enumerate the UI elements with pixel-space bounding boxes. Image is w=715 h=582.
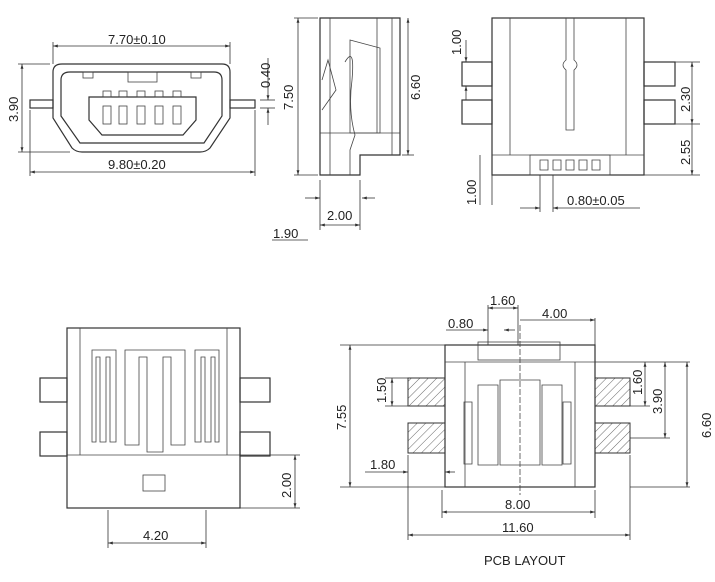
pcb-layout-title: PCB LAYOUT xyxy=(484,553,565,568)
dim-total-width: 11.60 xyxy=(502,520,534,535)
dim-width-top: 7.70±0.10 xyxy=(108,32,166,47)
dim-side-offset: 1.90 xyxy=(273,226,298,241)
side-view xyxy=(272,17,414,241)
dim-pcb-pin-pitch: 0.80 xyxy=(448,316,473,331)
dim-side-depth: 2.00 xyxy=(327,208,352,223)
dim-width-total: 9.80±0.20 xyxy=(108,157,166,172)
dim-body-height: 6.60 xyxy=(699,413,714,438)
dim-pin-span: 1.60 xyxy=(490,293,515,308)
top-view xyxy=(461,17,700,212)
dim-side-height: 7.50 xyxy=(281,85,296,110)
dim-body-width: 8.00 xyxy=(505,497,530,512)
dim-pitch-c: 2.55 xyxy=(678,140,693,165)
dim-side-body-height: 6.60 xyxy=(408,75,423,100)
dim-half-width: 4.00 xyxy=(542,306,567,321)
dim-pad-offset: 1.60 xyxy=(630,370,645,395)
dim-tab-thickness: 0.40 xyxy=(258,63,273,88)
dim-pitch-a: 1.00 xyxy=(449,30,464,55)
dim-pad-span: 3.90 xyxy=(650,389,665,414)
dim-pitch-b: 2.30 xyxy=(678,87,693,112)
front-view xyxy=(18,42,275,176)
bottom-view xyxy=(39,327,300,548)
dim-pad-gap: 1.80 xyxy=(370,457,395,472)
dim-tab-height: 2.00 xyxy=(279,473,294,498)
dim-slot-width: 4.20 xyxy=(143,528,168,543)
dim-height: 3.90 xyxy=(6,97,21,122)
pcb-layout-view xyxy=(340,305,690,540)
dim-pin-pitch: 0.80±0.05 xyxy=(567,193,625,208)
dim-pad-height: 1.50 xyxy=(374,378,389,403)
dim-total-height: 7.55 xyxy=(334,405,349,430)
dim-pin-offset: 1.00 xyxy=(464,180,479,205)
